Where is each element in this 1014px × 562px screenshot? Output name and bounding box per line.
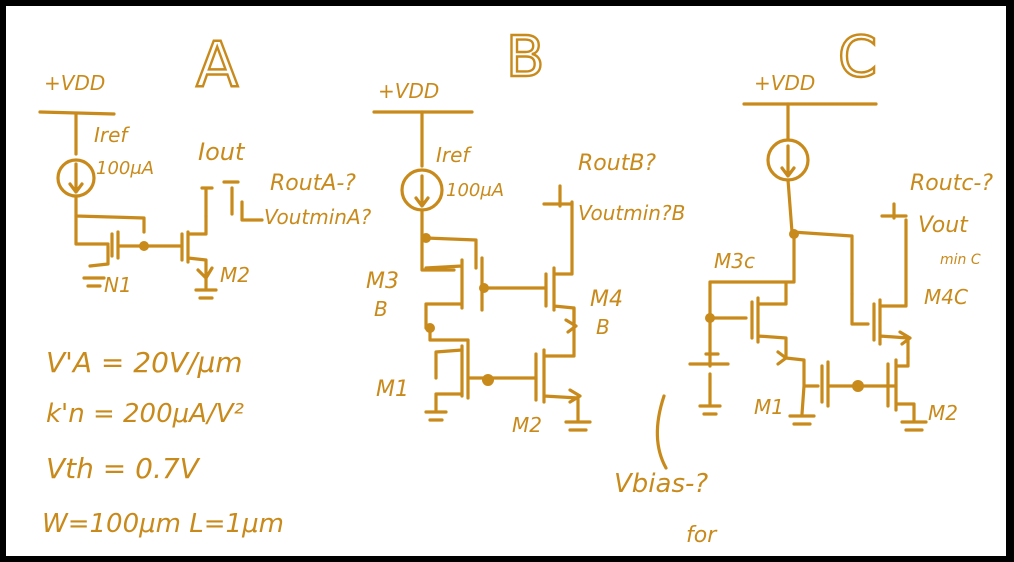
iout-label-a: Iout xyxy=(198,138,246,166)
m1b-label: M1 xyxy=(376,377,409,402)
current-source-arrow-c xyxy=(780,144,796,178)
rout-label-a: RoutA-? xyxy=(270,171,356,196)
transistor-m4c xyxy=(850,218,912,360)
circuit-sketch: A B C +VDD Iref 100μA N1 xyxy=(38,24,993,548)
whiteboard-canvas: A B C +VDD Iref 100μA N1 xyxy=(6,6,1006,556)
m4b-label: M4 xyxy=(590,287,623,312)
circuit-b: +VDD Iref 100μA M3 B M4 B R xyxy=(366,79,685,437)
vdd-label-b: +VDD xyxy=(378,79,439,103)
n1-label-a: N1 xyxy=(104,273,132,297)
node-dot xyxy=(479,283,489,293)
m2-label-a: M2 xyxy=(220,263,250,287)
ground-m2-a xyxy=(194,276,218,300)
iref-value-b: 100μA xyxy=(446,180,504,201)
vbias-source xyxy=(688,316,730,416)
m4c-label: M4C xyxy=(924,285,968,309)
transistor-m3b xyxy=(424,258,464,330)
transistor-n1-a xyxy=(74,214,184,260)
current-source-arrow-a xyxy=(68,162,84,194)
vout-min-label-b: Voutmin?B xyxy=(578,201,685,225)
circuit-a: +VDD Iref 100μA N1 M2 Iou xyxy=(38,71,372,300)
param-kn: k'n = 200μA/V² xyxy=(46,399,244,429)
iref-label-a: Iref xyxy=(94,123,130,147)
vout-min-label-a: VoutminA? xyxy=(264,205,372,229)
node-dot xyxy=(852,380,864,392)
output-node-c xyxy=(880,202,908,220)
transistor-m2c xyxy=(886,356,928,432)
vout-label-c: Vout xyxy=(918,213,969,238)
rout-label-c: Routc-? xyxy=(910,171,993,196)
iref-value-a: 100μA xyxy=(96,158,154,179)
wire xyxy=(74,194,146,234)
title-b: B xyxy=(506,25,544,90)
transistor-m3c xyxy=(708,232,796,366)
output-node-b xyxy=(542,184,574,208)
vbias-pointer xyxy=(655,394,668,470)
node-dot xyxy=(139,241,149,251)
current-source-arrow-b xyxy=(414,174,430,208)
vout-sub-label-c: min C xyxy=(940,252,981,268)
m3b-label: M3 xyxy=(366,269,399,294)
wire xyxy=(420,208,456,272)
transistor-m2-a xyxy=(180,214,214,280)
ground-n1-a xyxy=(82,244,110,288)
title-c: C xyxy=(838,25,877,90)
vout-arrow-a xyxy=(240,200,264,222)
transistor-m1c xyxy=(784,356,898,426)
transistor-m4b xyxy=(544,200,578,334)
parameters: V'A = 20V/μm k'n = 200μA/V² Vth = 0.7V W… xyxy=(42,346,284,539)
param-wl: W=100μm L=1μm xyxy=(42,509,284,539)
circuit-c: +VDD M3c Vbias-? for M1 xyxy=(614,71,993,548)
transistor-m1b-gate xyxy=(428,326,538,400)
iref-label-b: Iref xyxy=(436,143,472,167)
output-branch-a xyxy=(200,180,240,218)
wire xyxy=(786,178,854,296)
param-vth: Vth = 0.7V xyxy=(46,452,201,485)
transistor-m2b xyxy=(534,306,592,432)
title-a: A xyxy=(196,28,238,101)
transistor-m1b xyxy=(424,348,464,422)
vdd-label-c: +VDD xyxy=(754,71,815,95)
vdd-label-a: +VDD xyxy=(44,71,105,95)
param-va: V'A = 20V/μm xyxy=(46,346,243,379)
m1c-label: M1 xyxy=(754,395,784,419)
vbias-label: Vbias-? xyxy=(614,469,708,499)
m2b-label: M2 xyxy=(512,413,542,437)
transistor-m3b-gate xyxy=(424,236,548,312)
m3b-sub-label: B xyxy=(374,297,388,321)
m3c-label: M3c xyxy=(714,249,755,273)
m2c-label: M2 xyxy=(928,401,958,425)
m4b-sub-label: B xyxy=(596,315,610,339)
vbias-for-label: for xyxy=(686,523,718,548)
rout-label-b: RoutB? xyxy=(578,151,656,176)
node-dot xyxy=(482,374,494,386)
